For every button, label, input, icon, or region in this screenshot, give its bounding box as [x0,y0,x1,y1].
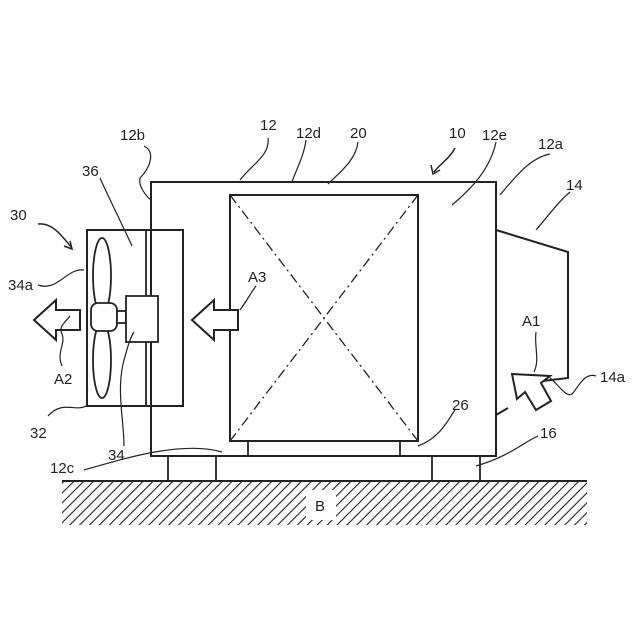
pointer-arrow-10 [434,148,455,172]
label-20: 20 [350,125,367,142]
label-a1: A1 [522,313,540,330]
leader-12e [452,142,496,205]
arrow-a3 [192,300,238,340]
label-12a: 12a [538,136,564,153]
label-36: 36 [82,163,99,180]
label-12b: 12b [120,127,145,144]
label-34a: 34a [8,277,34,294]
fan-hub [91,303,117,331]
label-34: 34 [108,447,125,464]
leader-34a [38,270,84,286]
fan-blade-34a-lower [93,322,111,398]
leader-12d [292,140,306,182]
leader-12b [140,146,151,200]
leader-26 [418,410,455,446]
leader-32 [48,406,86,416]
arrow-a2 [34,300,80,340]
leader-a1 [534,332,537,372]
pointer-arrow-30 [38,224,72,248]
leader-12c [84,448,222,470]
base-26 [248,441,400,456]
leader-20 [328,142,358,184]
label-12d: 12d [296,125,321,142]
label-a2: A2 [54,371,72,388]
leader-a3 [240,286,256,310]
label-12: 12 [260,117,277,134]
label-b: B [315,498,325,515]
leader-lines [38,138,596,470]
label-16: 16 [540,425,557,442]
legs [168,456,480,481]
label-12c: 12c [50,460,75,477]
label-10: 10 [449,125,466,142]
label-14: 14 [566,177,583,194]
arrow-a1 [512,374,551,410]
label-12e: 12e [482,127,507,144]
leader-14a [550,375,596,394]
leader-36 [100,178,132,246]
fan-motor [126,296,158,342]
leader-34 [120,332,134,446]
leader-12a [500,154,550,195]
label-30: 30 [10,207,27,224]
leader-16 [476,436,538,466]
leader-12 [240,138,268,180]
equipment-20 [230,195,418,441]
label-26: 26 [452,397,469,414]
label-32: 32 [30,425,47,442]
fan-34 [91,238,158,398]
fan-shaft [117,311,126,323]
leader-14 [536,192,570,230]
label-a3: A3 [248,269,266,286]
label-14a: 14a [600,369,626,386]
